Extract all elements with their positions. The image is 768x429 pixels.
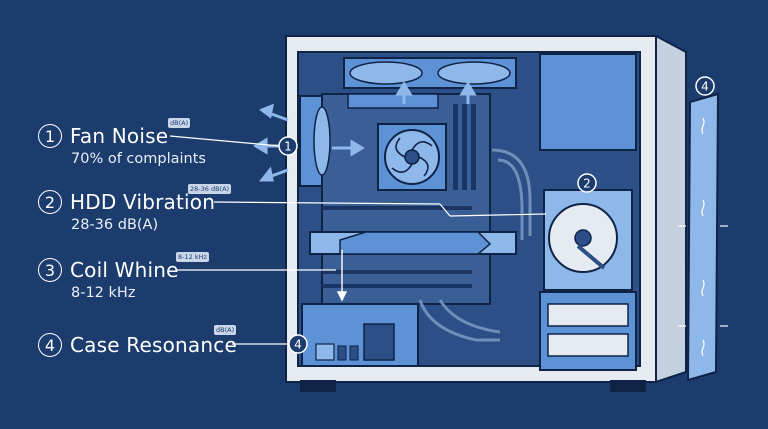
top-fans (343, 57, 517, 89)
tag-coil-whine: 8-12 kHz (176, 252, 209, 262)
cable-bundle (418, 148, 532, 342)
label-hdd-vibration: 2 HDD Vibration 28-36 dB(A) (38, 190, 215, 233)
label-coil-whine-subtitle: 8-12 kHz (71, 285, 136, 301)
label-case-resonance: 4 Case Resonance (38, 333, 237, 357)
marker-hdd-number: 2 (583, 177, 591, 191)
graphics-card (309, 231, 517, 255)
vibration-arrows (678, 225, 728, 327)
vrm-heatsink (347, 93, 439, 109)
vibration-waves (701, 117, 705, 357)
top-fan-left-icon (349, 61, 423, 85)
label-hdd-vibration-subtitle: 28-36 dB(A) (71, 217, 159, 233)
psu-coils (363, 323, 395, 361)
marker-fan-number: 1 (284, 140, 292, 154)
label-fan-noise-title: Fan Noise (70, 124, 169, 148)
expansion-slots (322, 206, 472, 288)
leader-lines (169, 135, 547, 345)
rear-exhaust-fan (299, 95, 331, 187)
label-hdd-vibration-title: HDD Vibration (70, 190, 216, 214)
rear-fan-icon (313, 106, 331, 176)
optical-bay (539, 53, 637, 151)
power-supply (301, 303, 419, 367)
label-fan-noise-number: 1 (38, 124, 62, 148)
marker-fan: 1 (278, 136, 298, 156)
top-fan-right-icon (437, 61, 511, 85)
tag-fan-noise: dB(A) (168, 118, 191, 128)
tag-case-resonance: dB(A) (214, 325, 237, 335)
label-fan-noise-subtitle: 70% of complaints (71, 151, 206, 167)
marker-hdd: 2 (577, 173, 597, 193)
ram-slots (453, 104, 476, 190)
tag-hdd-vibration: 28-36 dB(A) (188, 184, 232, 194)
drive-cage (539, 53, 637, 371)
cpu-cooler (377, 123, 447, 191)
label-coil-whine-title: Coil Whine (70, 258, 179, 282)
label-hdd-vibration-number: 2 (38, 190, 62, 214)
side-panel (678, 92, 728, 382)
label-case-resonance-number: 4 (38, 333, 62, 357)
airflow-arrows (253, 81, 477, 182)
label-coil-whine-number: 3 (38, 258, 62, 282)
label-fan-noise: 1 Fan Noise 70% of complaints (38, 124, 206, 167)
marker-panel-number: 4 (701, 80, 709, 94)
psu-pointer (336, 250, 348, 302)
label-coil-whine: 3 Coil Whine 8-12 kHz (38, 258, 179, 301)
marker-panel: 4 (695, 76, 715, 96)
hdd-arm-icon (576, 244, 606, 270)
case-foot-left (300, 380, 336, 392)
case-foot-right (610, 380, 646, 392)
marker-psu: 4 (288, 334, 308, 354)
label-case-resonance-title: Case Resonance (70, 333, 237, 357)
case-side-edge (655, 34, 687, 384)
marker-psu-number: 4 (294, 338, 302, 352)
